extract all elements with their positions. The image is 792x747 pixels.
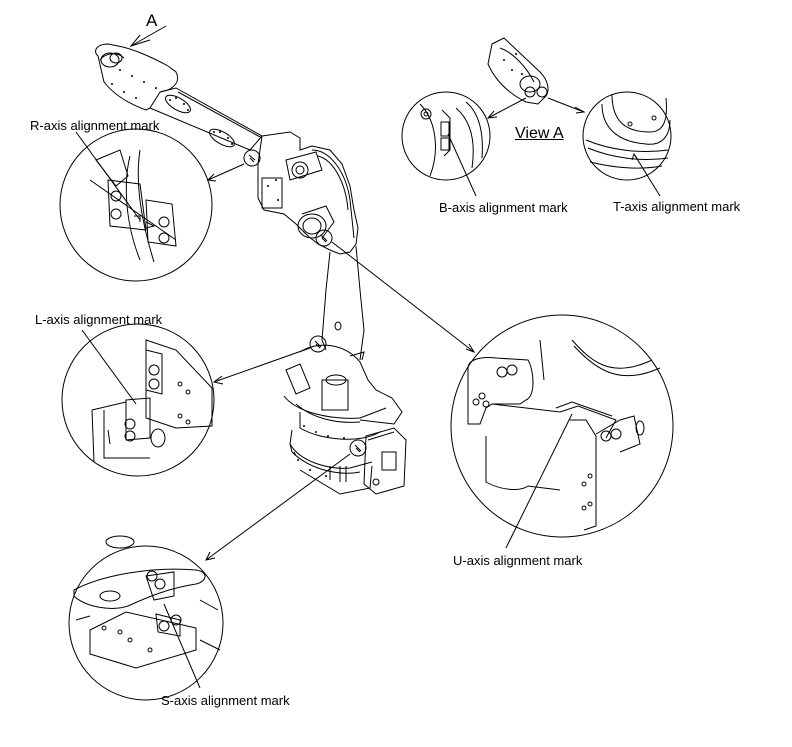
r-axis-detail-view <box>60 129 244 281</box>
view-arrow-letter: A <box>146 11 158 30</box>
forearm <box>150 88 262 150</box>
l-axis-detail-view <box>62 324 310 476</box>
t-axis-label: T-axis alignment mark <box>613 199 741 214</box>
s-axis-label: S-axis alignment mark <box>161 693 290 708</box>
r-axis-label: R-axis alignment mark <box>30 118 160 133</box>
b-axis-label: B-axis alignment mark <box>439 200 568 215</box>
base-connector-box <box>364 428 406 494</box>
r-axis-mark-locator <box>244 150 260 166</box>
s-axis-head <box>300 345 402 424</box>
robot-arm-drawing <box>96 44 406 494</box>
l-axis-label: L-axis alignment mark <box>35 312 163 327</box>
view-a-arrow <box>131 26 166 46</box>
l-axis-mark-locator <box>310 336 326 352</box>
view-a-wrist-drawing <box>488 38 584 118</box>
view-a-title: View A <box>515 125 564 142</box>
b-axis-detail-view <box>402 92 490 196</box>
s-axis-detail-view <box>69 454 350 700</box>
upper-arm-housing <box>258 132 358 254</box>
u-axis-detail-view <box>332 242 673 548</box>
u-axis-label: U-axis alignment mark <box>453 553 583 568</box>
lower-arm-left-edge <box>322 252 330 350</box>
u-axis-mark-locator <box>316 230 332 246</box>
t-axis-detail-view <box>583 92 671 196</box>
b-axis-mark-locator <box>525 87 535 97</box>
t-axis-mark-locator <box>537 87 547 97</box>
wrist-unit <box>96 44 178 110</box>
